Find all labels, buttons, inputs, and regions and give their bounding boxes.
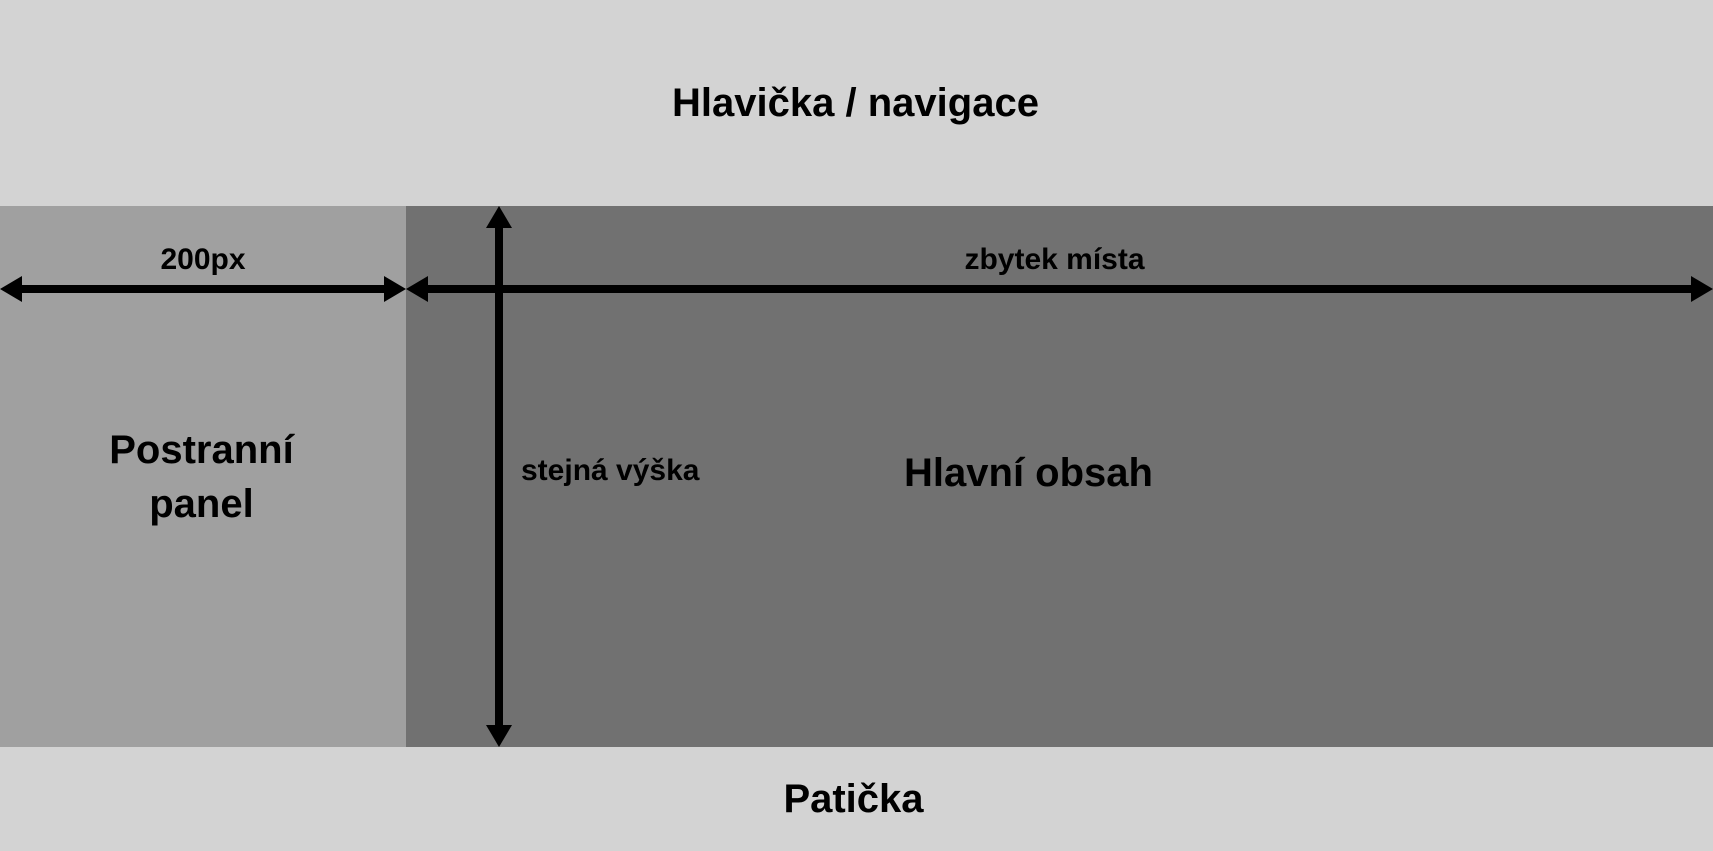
footer-region: Patička: [0, 747, 1713, 851]
sidebar-width-label: 200px: [160, 243, 246, 276]
main-title: Hlavní obsah: [904, 451, 1153, 495]
header-title: Hlavička / navigace: [672, 80, 1039, 125]
header-region: Hlavička / navigace: [0, 0, 1713, 206]
main-region: zbytek místa stejná výška Hlavní obsah: [406, 206, 1713, 747]
footer-title: Patička: [783, 776, 924, 821]
sidebar-region: 200px Postranní panel: [0, 206, 406, 747]
sidebar-title-line2: panel: [149, 482, 254, 526]
main-height-label: stejná výška: [521, 454, 700, 487]
sidebar-title: Postranní panel: [0, 423, 403, 531]
sidebar-title-line1: Postranní: [109, 428, 294, 472]
main-rest-label: zbytek místa: [964, 243, 1145, 276]
